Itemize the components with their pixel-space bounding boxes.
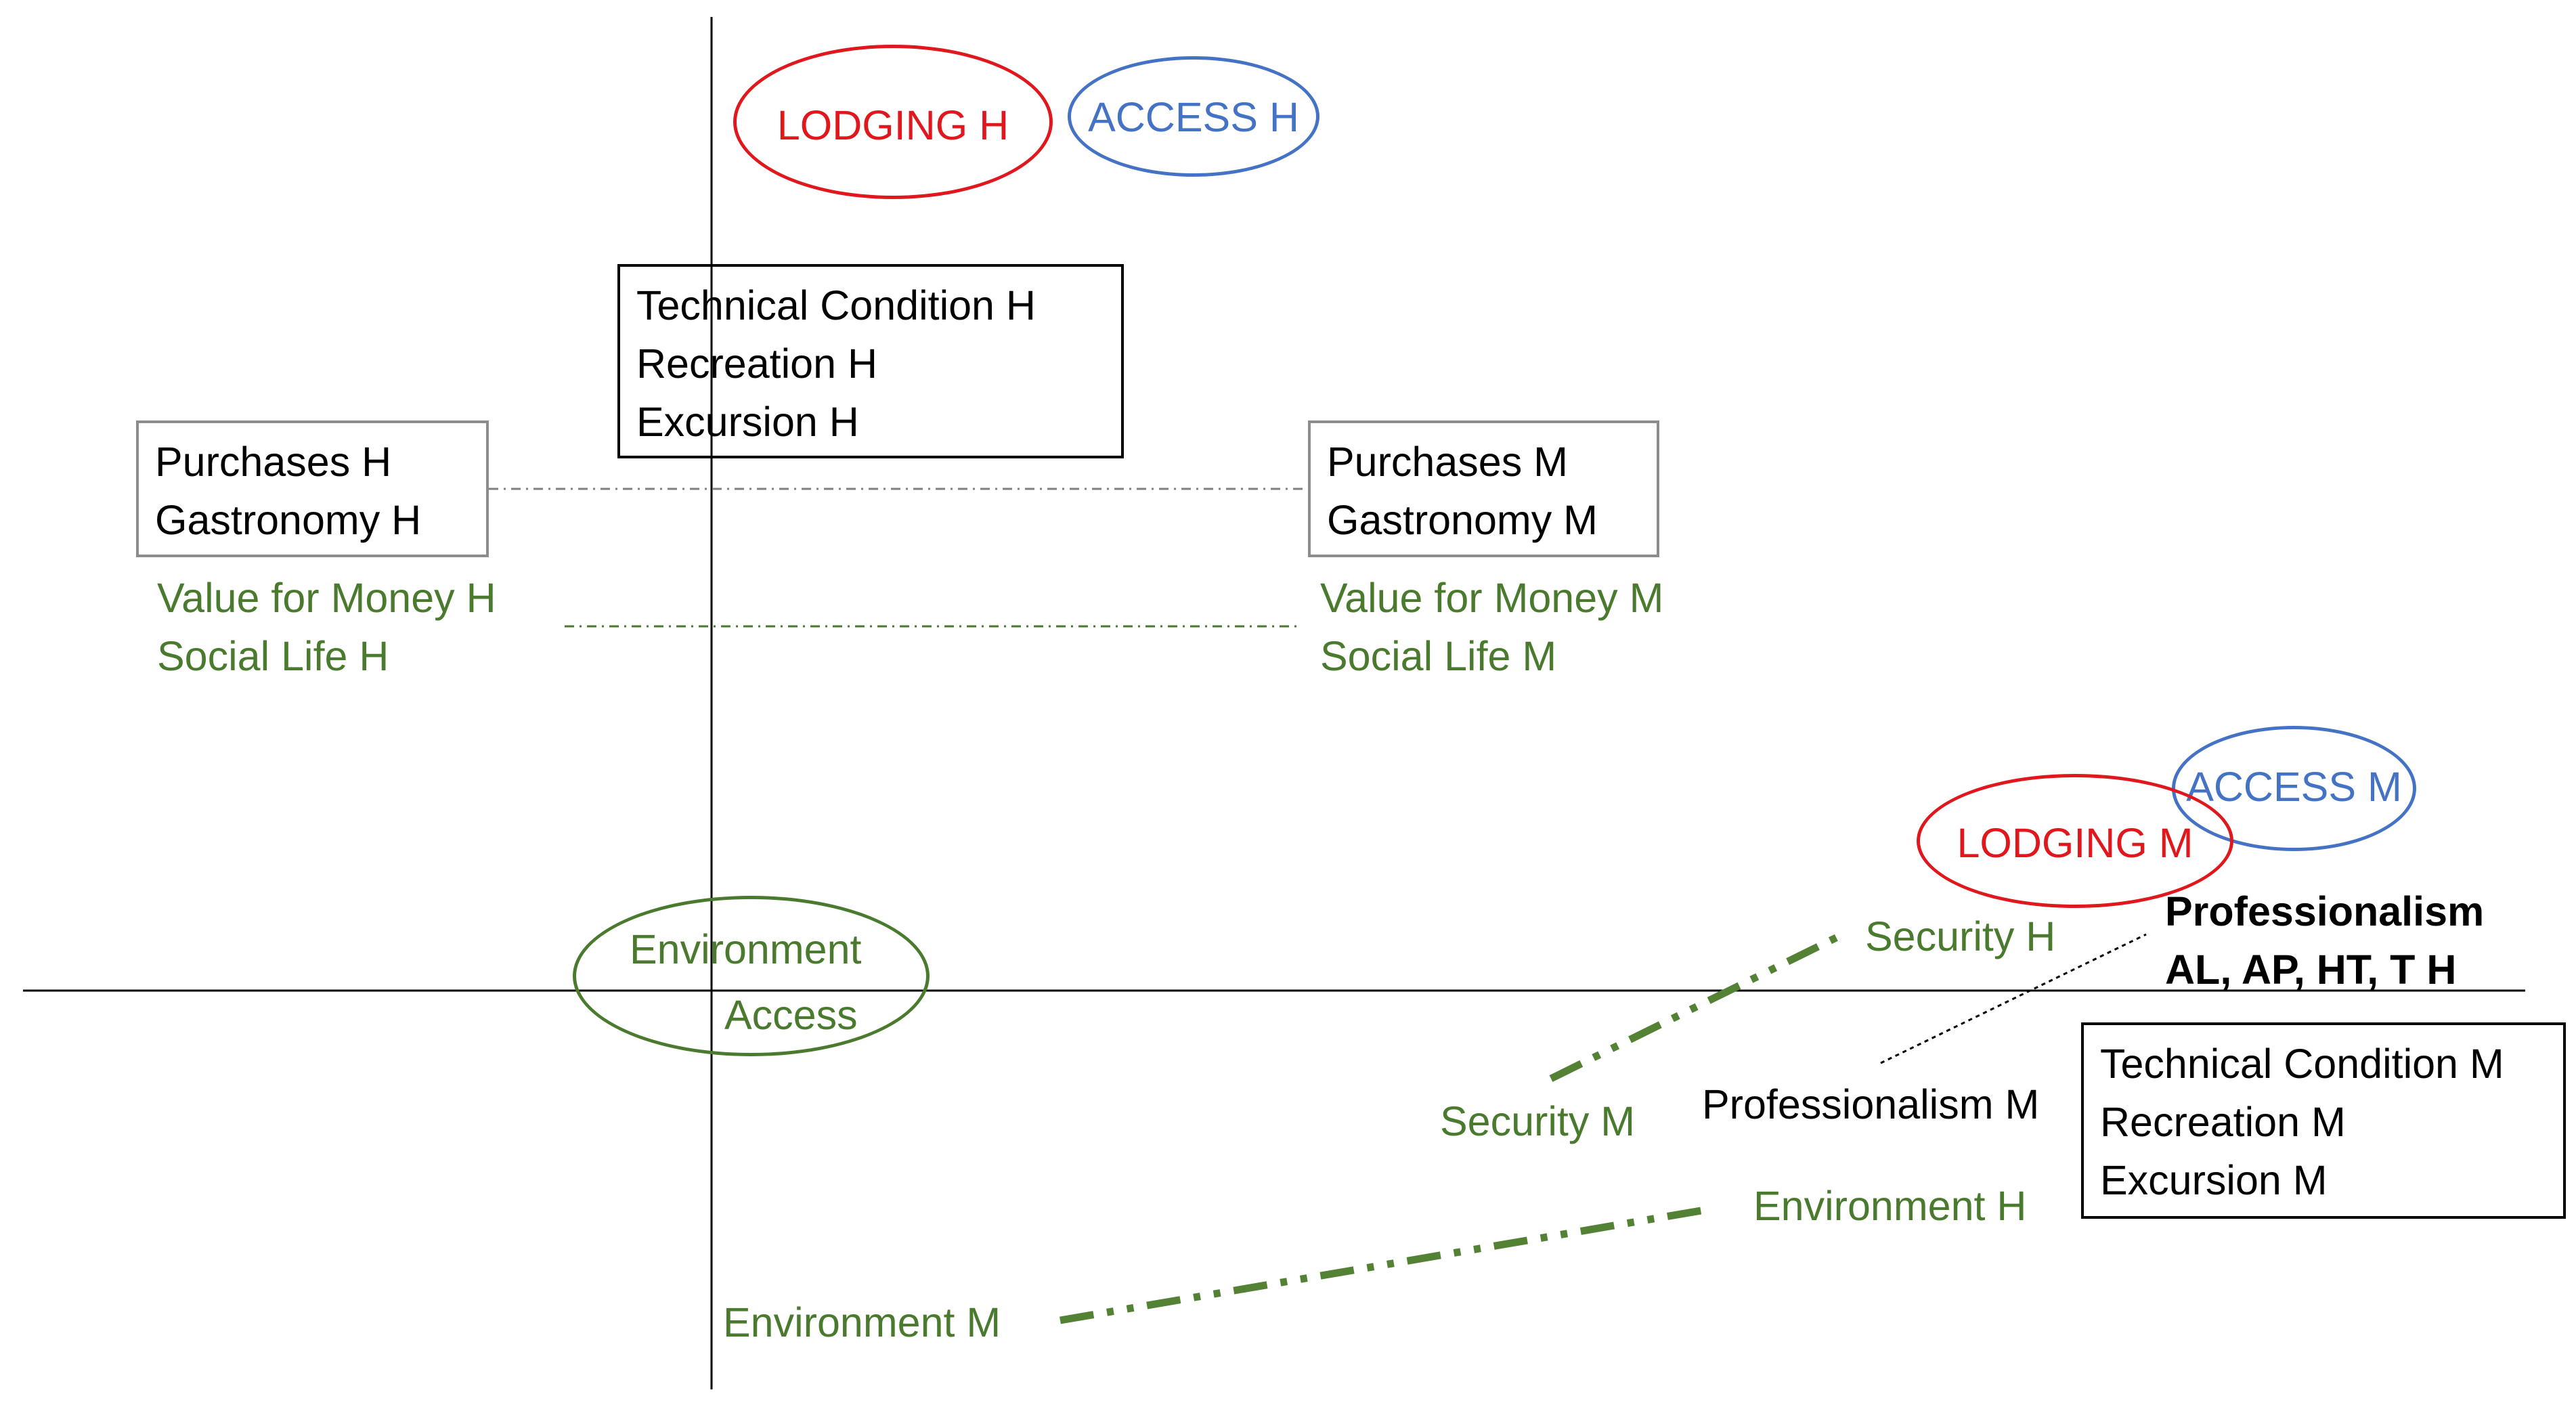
purchases-m: Purchases M (1327, 439, 1568, 485)
environment-connector (1060, 1205, 1713, 1324)
excursion-h: Excursion H (636, 399, 859, 445)
gastronomy-h: Gastronomy H (155, 497, 422, 543)
recreation-h: Recreation H (636, 341, 877, 387)
technical-condition-m: Technical Condition M (2100, 1041, 2504, 1087)
recreation-m: Recreation M (2100, 1099, 2346, 1145)
environment-h: Environment H (1753, 1183, 2027, 1229)
excursion-m: Excursion M (2100, 1157, 2328, 1203)
lodging-m-ellipse: LODGING M (1917, 774, 2233, 908)
access-m-label: ACCESS M (2186, 764, 2402, 810)
purchases-h: Purchases H (155, 439, 392, 485)
lodging-h-ellipse: LODGING H (733, 45, 1053, 199)
security-connector (1549, 932, 1843, 1082)
security-h: Security H (1865, 913, 2056, 959)
lodging-m-label: LODGING M (1957, 820, 2193, 866)
value-for-money-h: Value for Money H (157, 575, 496, 621)
technical-condition-h: Technical Condition H (636, 282, 1036, 328)
professionalism-h-line2: AL, AP, HT, T H (2165, 947, 2457, 993)
professionalism-h-line1: Professionalism (2165, 888, 2485, 934)
technical-condition-h-box: Technical Condition H Recreation H Excur… (617, 264, 1124, 458)
environment-m: Environment M (723, 1299, 1001, 1345)
lodging-h-label: LODGING H (777, 102, 1009, 148)
social-life-h: Social Life H (157, 633, 389, 679)
gastronomy-m: Gastronomy M (1327, 497, 1598, 543)
access-label: Access (724, 992, 858, 1038)
professionalism-m: Professionalism M (1702, 1081, 2040, 1127)
purchases-h-box: Purchases H Gastronomy H (136, 420, 489, 557)
purchases-m-box: Purchases M Gastronomy M (1308, 420, 1659, 557)
access-h-ellipse: ACCESS H (1068, 56, 1319, 177)
technical-condition-m-box: Technical Condition M Recreation M Excur… (2081, 1022, 2566, 1219)
social-life-m: Social Life M (1320, 633, 1557, 679)
access-m-ellipse: ACCESS M (2172, 726, 2416, 851)
access-h-label: ACCESS H (1088, 94, 1299, 140)
environment-label: Environment (630, 926, 862, 972)
security-m: Security M (1440, 1098, 1636, 1144)
environment-access-ellipse (573, 896, 930, 1056)
value-for-money-m: Value for Money M (1320, 575, 1664, 621)
